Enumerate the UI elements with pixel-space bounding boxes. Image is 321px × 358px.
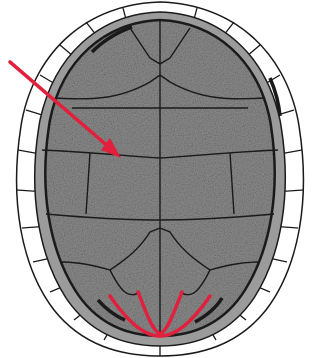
carapace-svg: [0, 0, 321, 358]
carapace-diagram: [0, 0, 321, 358]
